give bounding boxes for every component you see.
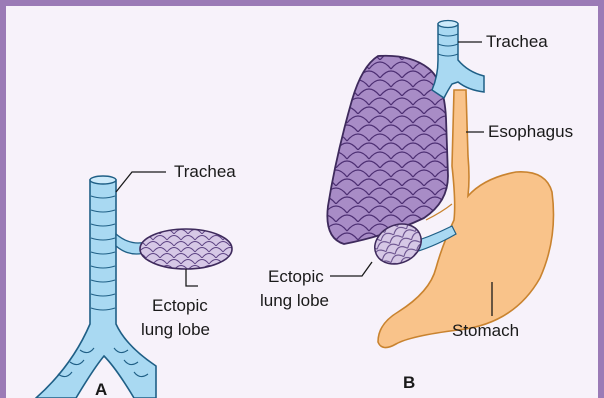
panel-a: Trachea Ectopic lung lobe A [36,162,236,398]
diagram-canvas: Trachea Ectopic lung lobe A Trachea Esop… [6,6,598,398]
trachea-label-a: Trachea [174,162,236,181]
ectopic-lobe-a [140,229,232,269]
ectopic-label-b-line2: lung lobe [260,291,329,310]
trachea-label-b: Trachea [486,32,548,51]
panel-b-letter: B [403,373,415,392]
panel-a-letter: A [95,380,107,398]
trachea-a [36,180,156,398]
ectopic-label-b-line1: Ectopic [268,267,324,286]
lung-b [327,56,448,244]
ectopic-label-a-line1: Ectopic [152,296,208,315]
panel-b: Trachea Esophagus Ectopic lung lobe Stom… [260,21,573,393]
ectopic-label-a-line2: lung lobe [141,320,210,339]
esophagus-label-b: Esophagus [488,122,573,141]
stomach-label-b: Stomach [452,321,519,340]
